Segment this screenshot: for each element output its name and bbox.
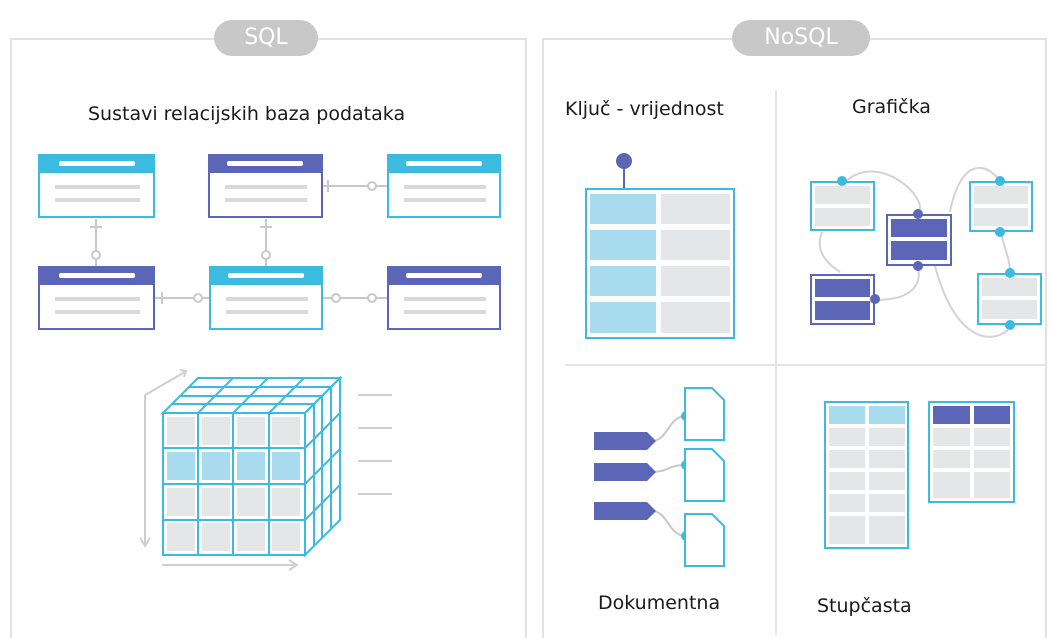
table-icon <box>387 154 501 218</box>
table-icon <box>38 266 155 330</box>
table-icon <box>208 154 323 218</box>
key-value-label: Ključ - vrijednost <box>565 98 724 120</box>
graph-label: Grafička <box>852 96 931 118</box>
nosql-vertical-divider <box>775 90 777 635</box>
column-label: Stupčasta <box>817 595 912 617</box>
table-icon <box>38 154 155 218</box>
table-icon <box>387 266 501 330</box>
document-label: Dokumentna <box>598 592 721 614</box>
sql-title: Sustavi relacijskih baza podataka <box>88 103 406 125</box>
nosql-horizontal-divider <box>565 364 1045 366</box>
table-icon <box>209 266 323 330</box>
sql-tag: SQL <box>214 20 318 56</box>
nosql-tag: NoSQL <box>732 20 870 56</box>
